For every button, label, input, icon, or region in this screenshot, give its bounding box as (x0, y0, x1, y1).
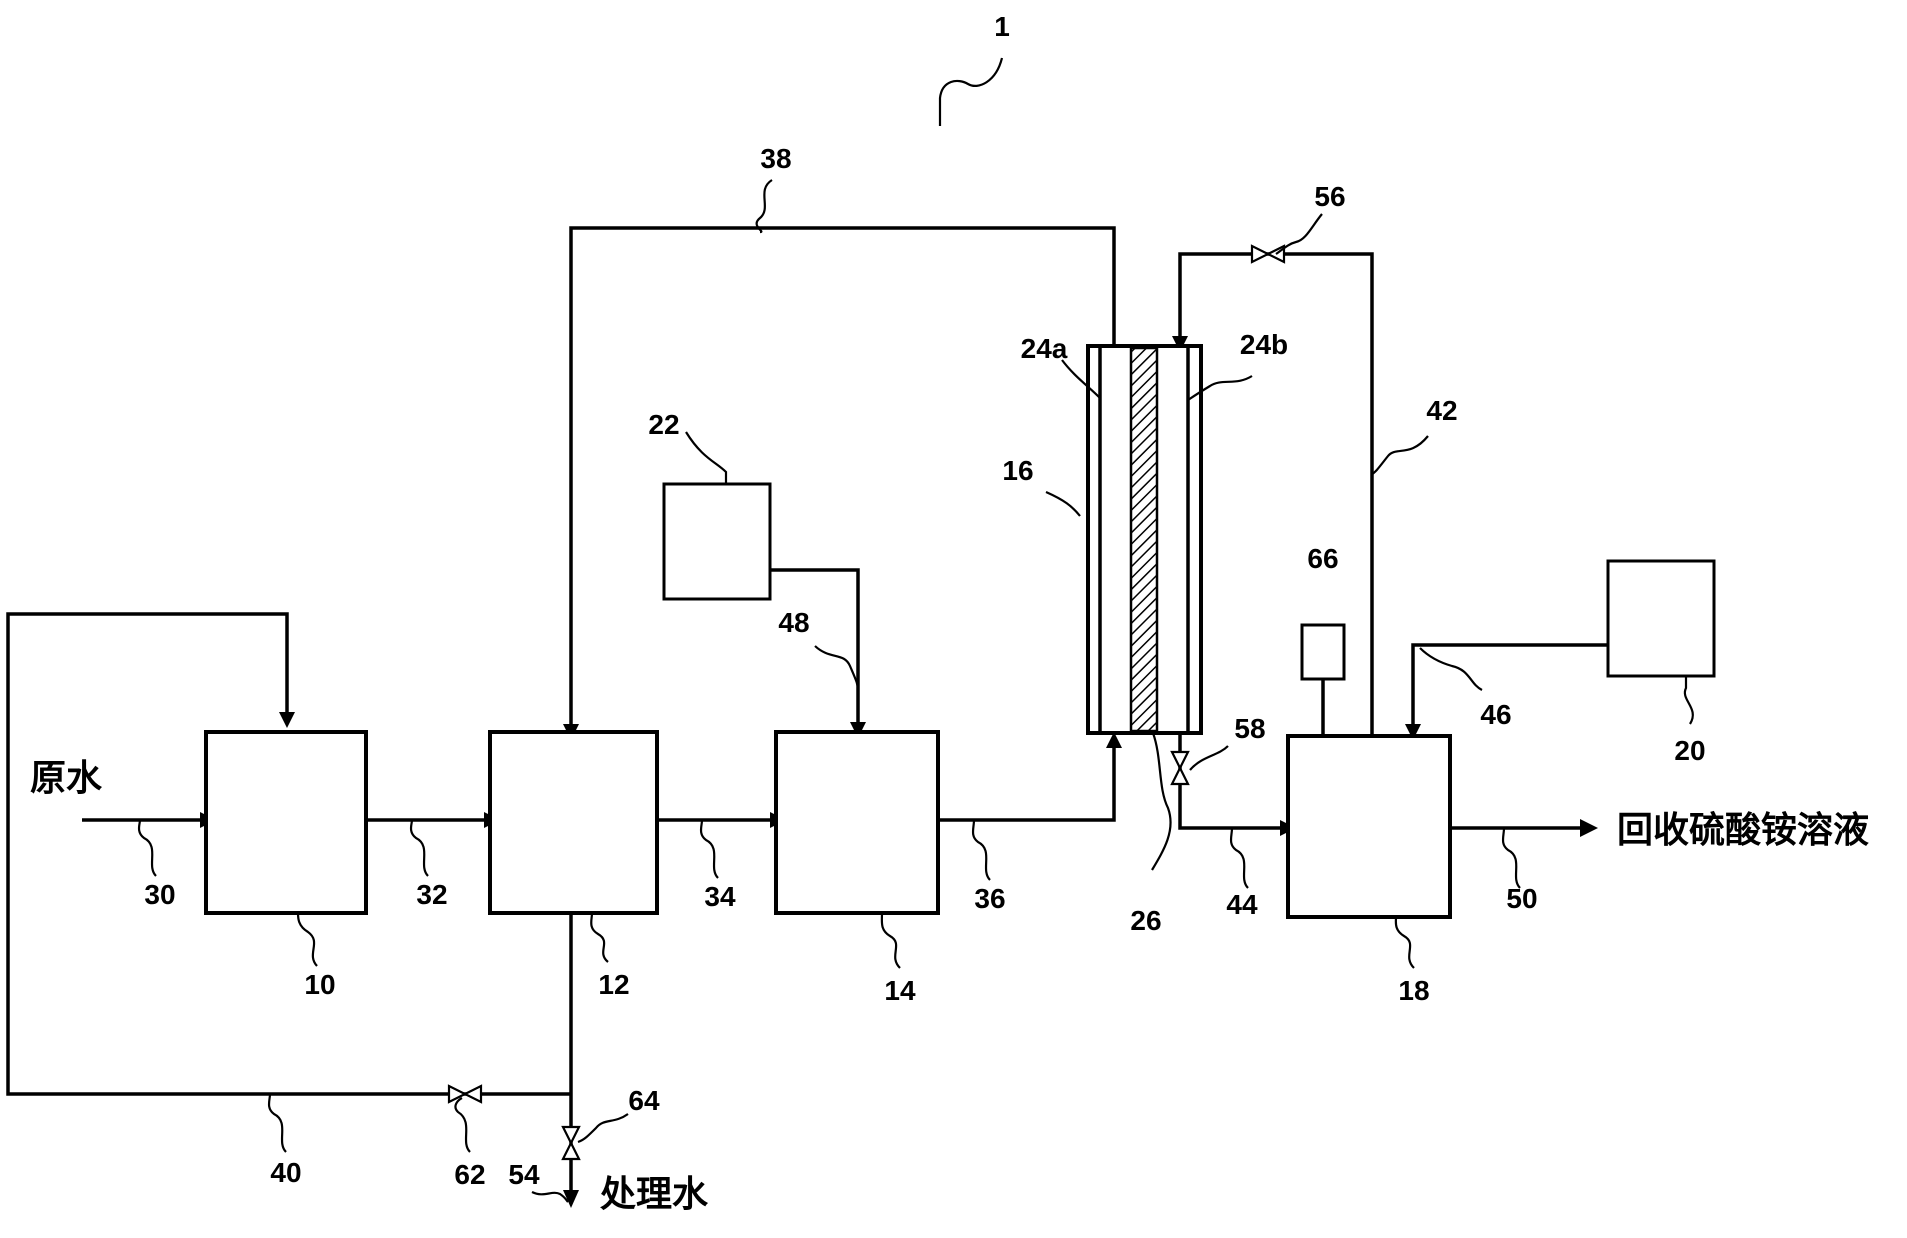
label-54: 54 (508, 1159, 540, 1190)
unit-14 (774, 730, 940, 915)
leader-32 (409, 819, 429, 877)
arrow-36-icon (1106, 732, 1122, 748)
valve-64-icon[interactable] (561, 1125, 581, 1161)
label-26: 26 (1130, 905, 1161, 936)
tank-22 (662, 482, 772, 601)
label-14: 14 (884, 975, 916, 1006)
leader-14 (880, 912, 901, 969)
recovered-solution-label: 回收硫酸铵溶液 (1617, 810, 1869, 851)
label-16: 16 (1002, 455, 1033, 486)
leader-36 (971, 819, 991, 881)
label-56: 56 (1314, 181, 1345, 212)
leader-38 (755, 179, 773, 234)
leader-1 (938, 57, 1004, 126)
label-12: 12 (598, 969, 629, 1000)
leader-18 (1394, 916, 1415, 969)
label-44: 44 (1226, 889, 1258, 920)
leader-24b (1187, 375, 1253, 401)
label-22: 22 (648, 409, 679, 440)
label-48: 48 (778, 607, 809, 638)
leader-56 (1275, 213, 1323, 255)
label-36: 36 (974, 883, 1005, 914)
leader-26 (1151, 732, 1172, 871)
unit-18 (1286, 734, 1452, 919)
leader-24a (1061, 359, 1101, 399)
leader-64 (577, 1113, 629, 1144)
label-1: 1 (994, 11, 1010, 42)
label-34: 34 (704, 881, 736, 912)
valve-62-icon[interactable] (447, 1084, 483, 1104)
leader-20 (1683, 676, 1694, 725)
label-40: 40 (270, 1157, 301, 1188)
leader-50 (1501, 827, 1521, 889)
arrow-46-icon (1405, 724, 1421, 740)
valve-58-icon[interactable] (1170, 750, 1190, 786)
leader-44 (1229, 827, 1249, 889)
leader-54 (531, 1190, 569, 1203)
label-30: 30 (144, 879, 175, 910)
leader-34 (699, 819, 719, 879)
membrane-unit-16 (1086, 344, 1203, 735)
pipe-lines (6, 226, 1608, 1190)
unit-10 (204, 730, 368, 915)
line-46 (1411, 643, 1608, 724)
number-labels: 1 38 56 24a 24b 42 22 16 66 48 58 46 20 … (144, 11, 1705, 1190)
label-46: 46 (1480, 699, 1511, 730)
leader-10 (296, 912, 318, 967)
sensor-66 (1300, 623, 1346, 681)
process-units (204, 482, 1716, 919)
leader-12 (590, 912, 609, 963)
label-42: 42 (1426, 395, 1457, 426)
label-66: 66 (1307, 543, 1338, 574)
leader-30 (137, 819, 157, 877)
label-24b: 24b (1240, 329, 1288, 360)
line-36 (938, 748, 1116, 822)
label-38: 38 (760, 143, 791, 174)
leader-42 (1371, 435, 1429, 475)
arrow-50-icon (1580, 819, 1598, 837)
text-labels: 原水 处理水 回收硫酸铵溶液 (30, 758, 1869, 1215)
treated-water-label: 处理水 (600, 1174, 709, 1215)
leader-16 (1045, 490, 1081, 517)
line-40 (6, 612, 571, 1096)
leader-46 (1419, 647, 1483, 691)
label-50: 50 (1506, 883, 1537, 914)
label-62: 62 (454, 1159, 485, 1190)
valve-56-icon[interactable] (1250, 244, 1286, 264)
line-48 (770, 568, 860, 722)
label-32: 32 (416, 879, 447, 910)
label-64: 64 (628, 1085, 660, 1116)
raw-water-label: 原水 (30, 758, 103, 799)
arrow-40-icon (279, 712, 295, 728)
label-58: 58 (1234, 713, 1265, 744)
leader-40 (267, 1093, 287, 1153)
label-20: 20 (1674, 735, 1705, 766)
leader-lines (137, 57, 1694, 1203)
line-44 (1178, 733, 1280, 830)
line-38 (569, 226, 1116, 724)
leader-58 (1189, 745, 1229, 771)
label-18: 18 (1398, 975, 1429, 1006)
label-10: 10 (304, 969, 335, 1000)
leader-22 (685, 431, 728, 484)
membrane-26 (1129, 346, 1159, 733)
tank-20 (1606, 559, 1716, 678)
label-24a: 24a (1021, 333, 1068, 364)
leader-62 (454, 1097, 471, 1153)
unit-12 (488, 730, 659, 915)
leader-48 (814, 645, 860, 691)
arrow-54-icon (563, 1190, 579, 1208)
